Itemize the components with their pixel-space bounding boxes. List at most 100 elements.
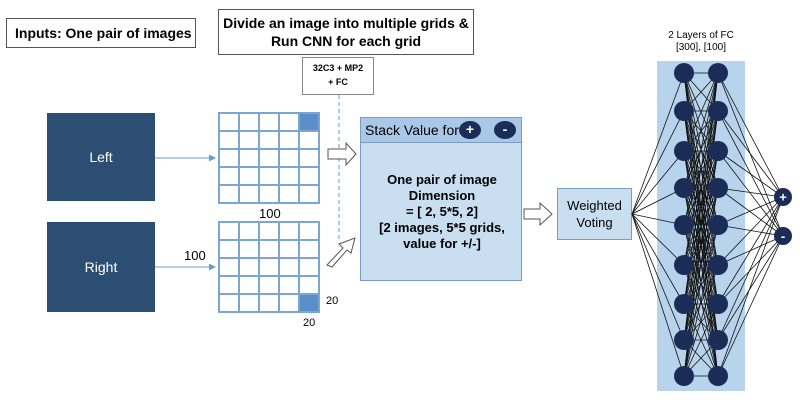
grid-cell (219, 167, 239, 185)
grid-cell (299, 222, 319, 240)
voting-to-fc1-edge (631, 213, 685, 377)
fc2-to-output-edge (717, 150, 784, 198)
grid-to-stack-arrow-bottom (326, 237, 356, 268)
stack-line-3: = [ 2, 5*5, 2] (406, 204, 478, 219)
grid-cnn-title: Divide an image into multiple grids & Ru… (218, 9, 474, 55)
grid-cell (259, 149, 279, 167)
fc2-to-output-edge (717, 196, 784, 226)
stack-dimension-text: One pair of image Dimension = [ 2, 5*5, … (367, 172, 517, 252)
grid-cell (279, 131, 299, 149)
fc2-to-output-edge (717, 235, 784, 377)
fc1-to-fc2-edge (683, 303, 719, 377)
fc1-node (674, 141, 694, 161)
stack-to-voting-arrow (523, 201, 553, 227)
grid-cell (299, 258, 319, 276)
output-minus-label: - (781, 229, 785, 244)
grid-cell (239, 113, 259, 131)
grid-cell (239, 240, 259, 258)
grid-cell (219, 276, 239, 294)
fc-title-line-2: [300], [100] (675, 42, 727, 53)
grid-cell (219, 113, 239, 131)
fc1-to-fc2-edge (683, 72, 719, 377)
voting-to-fc1-edge (631, 110, 685, 215)
stack-line-5: value for +/-] (403, 236, 481, 251)
fc2-to-output-edge (717, 196, 784, 341)
grid-cell (279, 258, 299, 276)
grid-cell (279, 149, 299, 167)
grid-cell (219, 185, 239, 203)
grid-cell (259, 258, 279, 276)
fc2-node (708, 215, 728, 235)
grid-cell (279, 222, 299, 240)
cnn-architecture-box: 32C3 + MP2 + FC (302, 57, 374, 95)
fc2-to-output-edge (717, 72, 784, 198)
fc2-node (708, 101, 728, 121)
fc2-node (708, 255, 728, 275)
highlighted-grid-cell (299, 113, 319, 131)
fc2-to-output-edge (717, 235, 784, 341)
grid-cell (279, 240, 299, 258)
grid-title-line-1: Divide an image into multiple grids & (223, 15, 469, 31)
fc2-to-output-edge (717, 196, 784, 305)
fc2-to-output-edge (717, 110, 784, 237)
grid-cell (239, 131, 259, 149)
fc2-node (708, 330, 728, 350)
fc2-to-output-edge (717, 187, 784, 198)
right-image-grid (218, 221, 320, 313)
stack-line-1: One pair of image (387, 172, 497, 187)
fc-network-nodes: +- (674, 63, 792, 386)
left-image-label: Left (89, 149, 113, 165)
voting-to-fc1-edge (631, 72, 685, 215)
voting-to-fc1-edge (631, 213, 685, 341)
stack-plus-node: + (459, 121, 481, 139)
fc2-node (708, 178, 728, 198)
grid-cell (219, 294, 239, 312)
fc2-to-output-edge (717, 150, 784, 237)
fc1-node (674, 255, 694, 275)
stack-minus-node: - (494, 121, 516, 139)
grid-cell (219, 240, 239, 258)
grid-height-label: 100 (184, 248, 206, 263)
stack-line-4: [2 images, 5*5 grids, (379, 220, 505, 235)
grid-cell (219, 258, 239, 276)
grid-cell (219, 222, 239, 240)
grid-to-stack-arrow-top (327, 141, 357, 167)
fc2-to-output-edge (717, 196, 784, 377)
stack-header-label: Stack Value for (365, 122, 459, 138)
voting-line-2: Voting (576, 215, 613, 230)
output-plus-label: + (779, 190, 787, 205)
fc1-node (674, 294, 694, 314)
fc1-to-fc2-edge (683, 72, 719, 152)
output-plus-node (774, 188, 792, 206)
left-image: Left (47, 113, 155, 201)
weighted-voting-box: Weighted Voting (557, 188, 632, 240)
grid-cell (279, 185, 299, 203)
grid-cell (239, 222, 259, 240)
grid-cell (239, 167, 259, 185)
grid-cell (239, 149, 259, 167)
voting-to-fc1-edge (631, 213, 685, 266)
fc2-to-output-edge (717, 196, 784, 266)
grid-cell (279, 167, 299, 185)
grid-cell (259, 240, 279, 258)
grid-width-label: 100 (259, 206, 281, 221)
cell-size-label-2: 20 (303, 317, 316, 329)
grid-cell (259, 113, 279, 131)
grid-cell (259, 131, 279, 149)
grid-cell (259, 185, 279, 203)
fc1-node (674, 178, 694, 198)
grid-cell (299, 167, 319, 185)
highlighted-grid-cell (299, 294, 319, 312)
inputs-title: Inputs: One pair of images (6, 18, 196, 48)
right-image-label: Right (84, 259, 118, 275)
fc1-node (674, 215, 694, 235)
stack-value-panel: Stack Value for + - One pair of image Di… (360, 117, 522, 281)
voting-to-fc1-edge (631, 213, 685, 305)
fc1-node (674, 101, 694, 121)
grid-cell (279, 113, 299, 131)
fc1-node (674, 366, 694, 386)
right-image: Right (47, 222, 155, 312)
left-image-grid (218, 112, 320, 204)
fc-layers-title: 2 Layers of FC [300], [100] (656, 30, 746, 54)
fc2-node (708, 366, 728, 386)
